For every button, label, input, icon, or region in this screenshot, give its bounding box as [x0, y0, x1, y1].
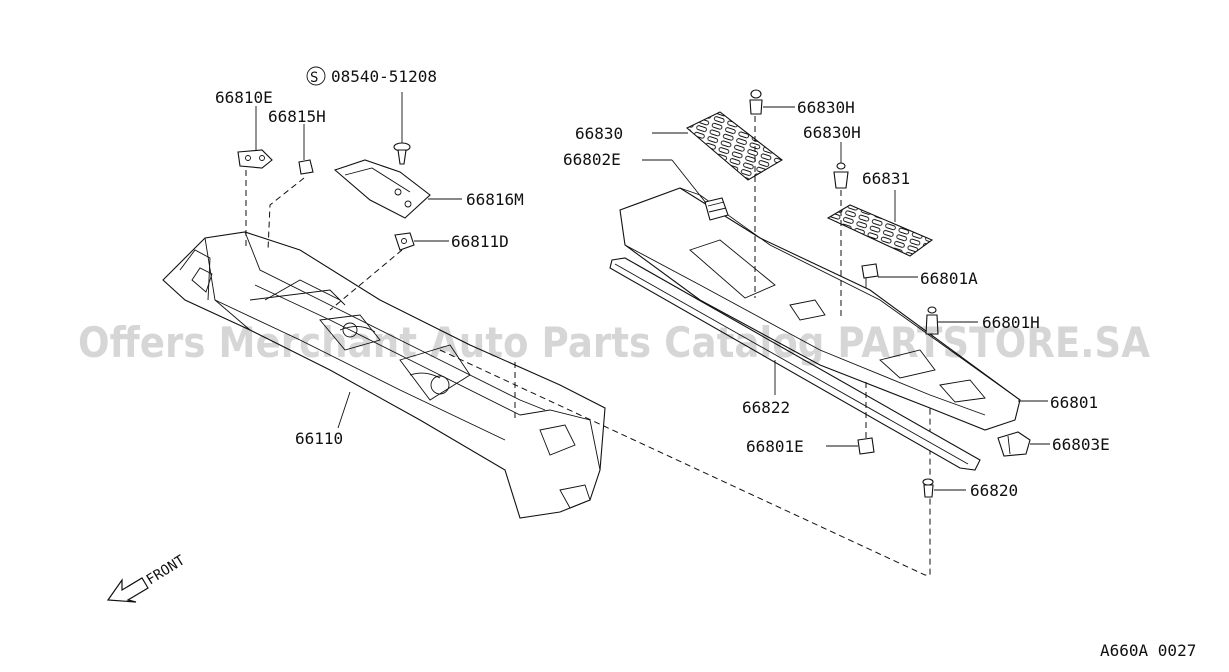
label-66815H: 66815H — [268, 107, 326, 126]
cowl-top-panel-66110 — [162, 231, 606, 519]
label-66110: 66110 — [295, 429, 343, 448]
label-66802E: 66802E — [563, 150, 621, 169]
bracket-66816M — [333, 159, 431, 219]
grille-panel-66831 — [826, 204, 934, 257]
front-arrow-icon — [106, 577, 149, 603]
clip-66810E — [237, 149, 273, 169]
label-66801: 66801 — [1050, 393, 1098, 412]
label-66816M: 66816M — [466, 190, 524, 209]
label-66810E: 66810E — [215, 88, 273, 107]
label-66831: 66831 — [862, 169, 910, 188]
label-66830H-b: 66830H — [803, 123, 861, 142]
drawing-code: A660A 0027 — [1100, 641, 1196, 660]
clip-66801A — [861, 263, 879, 288]
label-66830H-a: 66830H — [797, 98, 855, 117]
screw-08540-51208 — [393, 142, 411, 165]
label-66801A: 66801A — [920, 269, 978, 288]
label-66820: 66820 — [970, 481, 1018, 500]
pointer-66110 — [337, 391, 351, 429]
label-66801H: 66801H — [982, 313, 1040, 332]
label-66811D: 66811D — [451, 232, 509, 251]
nozzle-66802E — [704, 197, 729, 221]
clip-66830H-mid — [833, 162, 849, 189]
watermark-text: Offers Merchant Auto Parts Catalog PARTS… — [78, 318, 1150, 367]
leader-66815H — [267, 177, 305, 251]
leader-long-diagonal — [439, 330, 931, 576]
clip-66820 — [922, 478, 934, 498]
label-s-marker: S — [310, 70, 318, 86]
grille-panel-66830 — [686, 111, 783, 181]
cowl-grille-66801 — [619, 187, 1021, 431]
leader-66811D — [329, 249, 403, 311]
seal-strip-66822 — [609, 257, 981, 471]
label-08540-51208: 08540-51208 — [331, 67, 437, 86]
clip-66830H-top — [749, 89, 763, 115]
clip-66801H — [925, 306, 939, 335]
label-66830: 66830 — [575, 124, 623, 143]
pointer-66802E-d — [671, 159, 707, 204]
label-front: FRONT — [144, 552, 189, 588]
grommet-66815H — [298, 159, 314, 175]
label-66822: 66822 — [742, 398, 790, 417]
label-66803E: 66803E — [1052, 435, 1110, 454]
s-marker-circle — [306, 66, 326, 86]
clip-66811D — [394, 232, 415, 251]
clip-66801E — [857, 437, 875, 455]
bumper-66803E — [997, 431, 1031, 457]
label-66801E: 66801E — [746, 437, 804, 456]
